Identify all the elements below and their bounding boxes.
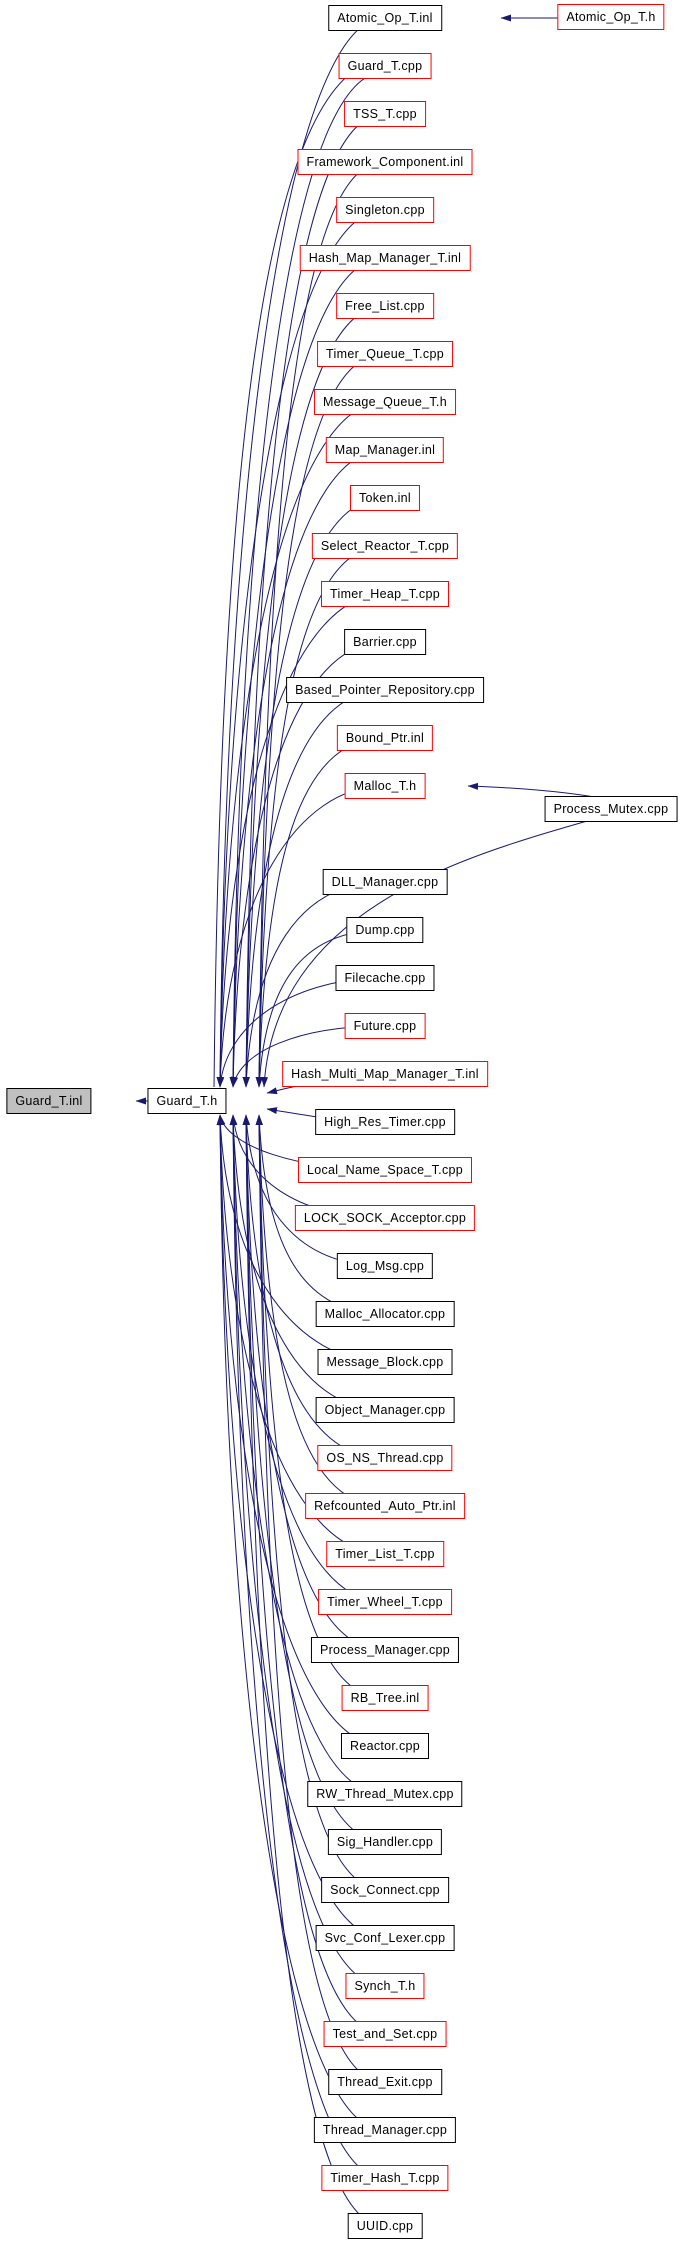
graph-node-sock-connect-cpp[interactable]: Sock_Connect.cpp <box>321 1877 449 1903</box>
graph-node-atomic-op-t-inl[interactable]: Atomic_Op_T.inl <box>328 5 442 31</box>
graph-node-dump-cpp[interactable]: Dump.cpp <box>346 917 424 943</box>
graph-node-process-mutex-cpp[interactable]: Process_Mutex.cpp <box>544 796 678 822</box>
graph-node-future-cpp[interactable]: Future.cpp <box>344 1013 426 1039</box>
graph-node-based-pointer-repository-cpp[interactable]: Based_Pointer_Repository.cpp <box>286 677 484 703</box>
graph-node-thread-manager-cpp[interactable]: Thread_Manager.cpp <box>313 2117 457 2143</box>
graph-node-map-manager-inl[interactable]: Map_Manager.inl <box>325 437 445 463</box>
graph-node-sig-handler-cpp[interactable]: Sig_Handler.cpp <box>327 1829 443 1855</box>
graph-node-timer-list-t-cpp[interactable]: Timer_List_T.cpp <box>326 1541 444 1567</box>
graph-node-synch-t-h[interactable]: Synch_T.h <box>345 1973 425 1999</box>
graph-node-log-msg-cpp[interactable]: Log_Msg.cpp <box>336 1253 434 1279</box>
graph-node-tss-t-cpp[interactable]: TSS_T.cpp <box>344 101 426 127</box>
graph-node-timer-wheel-t-cpp[interactable]: Timer_Wheel_T.cpp <box>318 1589 452 1615</box>
graph-node-guard-t-cpp[interactable]: Guard_T.cpp <box>338 53 432 79</box>
graph-node-guard-t-h[interactable]: Guard_T.h <box>147 1088 227 1114</box>
graph-node-guard-t-inl: Guard_T.inl <box>6 1088 92 1114</box>
graph-node-process-manager-cpp[interactable]: Process_Manager.cpp <box>310 1637 460 1663</box>
graph-node-free-list-cpp[interactable]: Free_List.cpp <box>336 293 434 319</box>
graph-node-barrier-cpp[interactable]: Barrier.cpp <box>344 629 426 655</box>
graph-node-timer-queue-t-cpp[interactable]: Timer_Queue_T.cpp <box>317 341 453 367</box>
graph-node-local-name-space-t-cpp[interactable]: Local_Name_Space_T.cpp <box>297 1157 473 1183</box>
graph-node-rw-thread-mutex-cpp[interactable]: RW_Thread_Mutex.cpp <box>307 1781 463 1807</box>
graph-node-message-queue-t-h[interactable]: Message_Queue_T.h <box>314 389 456 415</box>
graph-node-hash-multi-map-manager-t-inl[interactable]: Hash_Multi_Map_Manager_T.inl <box>282 1061 488 1087</box>
graph-node-filecache-cpp[interactable]: Filecache.cpp <box>335 965 435 991</box>
graph-node-refcounted-auto-ptr-inl[interactable]: Refcounted_Auto_Ptr.inl <box>305 1493 465 1519</box>
graph-node-atomic-op-t-h[interactable]: Atomic_Op_T.h <box>557 4 665 30</box>
graph-node-object-manager-cpp[interactable]: Object_Manager.cpp <box>315 1397 455 1423</box>
graph-node-high-res-timer-cpp[interactable]: High_Res_Timer.cpp <box>315 1109 455 1135</box>
graph-node-dll-manager-cpp[interactable]: DLL_Manager.cpp <box>322 869 448 895</box>
graph-node-os-ns-thread-cpp[interactable]: OS_NS_Thread.cpp <box>317 1445 453 1471</box>
graph-node-timer-heap-t-cpp[interactable]: Timer_Heap_T.cpp <box>321 581 449 607</box>
graph-node-malloc-allocator-cpp[interactable]: Malloc_Allocator.cpp <box>315 1301 455 1327</box>
graph-node-svc-conf-lexer-cpp[interactable]: Svc_Conf_Lexer.cpp <box>315 1925 455 1951</box>
graph-node-lock-sock-acceptor-cpp[interactable]: LOCK_SOCK_Acceptor.cpp <box>294 1205 476 1231</box>
graph-node-hash-map-manager-t-inl[interactable]: Hash_Map_Manager_T.inl <box>299 245 471 271</box>
graph-node-thread-exit-cpp[interactable]: Thread_Exit.cpp <box>328 2069 442 2095</box>
graph-node-select-reactor-t-cpp[interactable]: Select_Reactor_T.cpp <box>311 533 459 559</box>
graph-node-malloc-t-h[interactable]: Malloc_T.h <box>344 773 426 799</box>
graph-node-rb-tree-inl[interactable]: RB_Tree.inl <box>341 1685 429 1711</box>
graph-node-bound-ptr-inl[interactable]: Bound_Ptr.inl <box>336 725 434 751</box>
graph-node-message-block-cpp[interactable]: Message_Block.cpp <box>317 1349 453 1375</box>
graph-node-framework-component-inl[interactable]: Framework_Component.inl <box>297 149 473 175</box>
graph-node-token-inl[interactable]: Token.inl <box>349 485 421 511</box>
graph-node-uuid-cpp[interactable]: UUID.cpp <box>347 2213 423 2239</box>
graph-node-reactor-cpp[interactable]: Reactor.cpp <box>340 1733 430 1759</box>
graph-node-singleton-cpp[interactable]: Singleton.cpp <box>336 197 434 223</box>
graph-node-test-and-set-cpp[interactable]: Test_and_Set.cpp <box>323 2021 447 2047</box>
graph-node-timer-hash-t-cpp[interactable]: Timer_Hash_T.cpp <box>321 2165 449 2191</box>
